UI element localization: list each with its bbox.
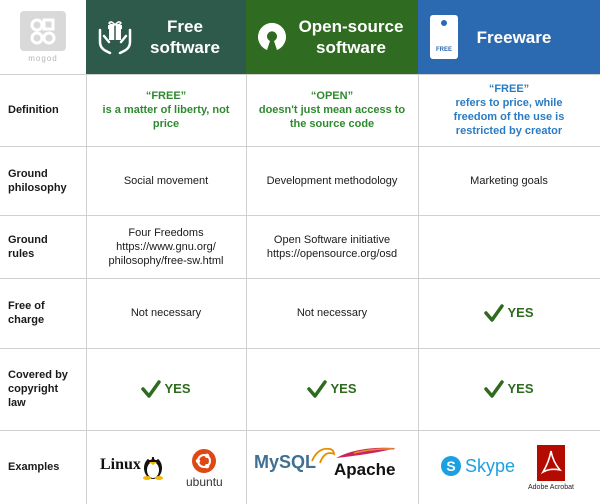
copyright-free: YES [86, 348, 246, 430]
definition-open-quote: “OPEN” [310, 90, 354, 102]
header-free-software: Free software [86, 0, 246, 74]
svg-text:S: S [446, 458, 455, 474]
copyright-label-2: copyright [8, 383, 59, 395]
header-free-title-1: Free [167, 17, 203, 36]
charge-freeware: YES [418, 278, 600, 348]
copyright-open-yes: YES [330, 381, 357, 396]
copyright-free-yes: YES [164, 381, 191, 396]
checkmark-icon [307, 380, 328, 398]
acrobat-icon [536, 445, 565, 481]
charge-label-1: Free of [8, 300, 45, 312]
row-divider [0, 74, 600, 75]
definition-ware-line3: restricted by creator [455, 125, 563, 137]
definition-open-line1: doesn't just mean access to [258, 104, 406, 116]
rules-label-2: rules [8, 247, 35, 260]
definition-open: “OPEN” doesn't just mean access to the s… [246, 74, 418, 146]
open-source-logo-icon [258, 22, 286, 50]
definition-ware-line1: refers to price, while [455, 97, 563, 109]
ubuntu-circle-icon [192, 449, 217, 473]
row-divider [0, 348, 600, 349]
rules-open-link[interactable]: https://opensource.org/osd [266, 247, 398, 260]
philosophy-open: Development methodology [266, 174, 398, 187]
linux-text: Linux [100, 456, 141, 473]
definition-free-line1: is a matter of liberty, not [102, 104, 230, 116]
checkmark-icon [141, 380, 162, 398]
checkmark-icon [484, 304, 505, 322]
tux-penguin-icon [142, 456, 163, 480]
price-tag-text: FREE [435, 47, 452, 53]
copyright-open: YES [246, 348, 418, 430]
dolphin-icon [311, 447, 335, 463]
definition-ware-line2: freedom of the use is [453, 111, 565, 123]
rules-open: Open Software initiative https://opensou… [246, 215, 418, 278]
copyright-freeware-yes: YES [507, 381, 534, 396]
charge-freeware-yes: YES [507, 305, 534, 320]
skype-icon: S [441, 456, 461, 476]
mysql-text: MySQL [254, 452, 317, 472]
linux-logo: Linux [100, 450, 164, 480]
row-label-examples: Examples [8, 461, 60, 473]
charge-free: Not necessary [130, 307, 202, 319]
philosophy-freeware: Marketing goals [470, 174, 548, 187]
charge-label-2: charge [8, 314, 45, 326]
header-freeware: FREE Freeware [418, 0, 600, 74]
row-divider [0, 430, 600, 431]
row-divider [0, 146, 600, 147]
rules-freeware [418, 215, 600, 278]
apache-feather-icon [336, 447, 396, 458]
mysql-logo: MySQL [254, 447, 342, 473]
row-divider [0, 215, 600, 216]
definition-free-line2: price [152, 118, 180, 130]
column-divider [418, 74, 419, 504]
column-divider [246, 74, 247, 504]
copyright-label-1: Covered by [8, 369, 68, 381]
rules-label-1: Ground [8, 233, 48, 246]
rules-free-link-cont[interactable]: philosophy/free-sw.html [108, 254, 224, 267]
definition-open-line2: the source code [289, 118, 375, 130]
row-label-rules: Ground rules [0, 215, 86, 278]
apache-logo: Apache [334, 446, 398, 480]
checkmark-icon [484, 380, 505, 398]
ubuntu-logo: ubuntu [186, 448, 223, 489]
definition-free: “FREE” is a matter of liberty, not price [86, 74, 246, 146]
philosophy-label-1: Ground [8, 167, 48, 180]
header-free-title-2: software [150, 38, 220, 57]
rules-free-link[interactable]: https://www.gnu.org/ [116, 240, 216, 253]
price-tag-icon: FREE [430, 15, 458, 59]
ubuntu-text: ubuntu [186, 475, 223, 489]
header-open-title-2: software [316, 38, 386, 57]
row-label-charge: Free of charge [0, 278, 86, 348]
hands-gift-icon [98, 21, 132, 55]
apache-text: Apache [334, 460, 396, 479]
row-label-copyright: Covered by copyright law [0, 348, 86, 430]
definition-freeware: “FREE” refers to price, while freedom of… [418, 74, 600, 146]
philosophy-label-2: philosophy [8, 181, 67, 194]
rules-free-line1: Four Freedoms [128, 226, 204, 239]
header-open-title-1: Open-source [298, 17, 404, 36]
rules-open-line1: Open Software initiative [273, 233, 391, 246]
brand-logo-icon [20, 11, 66, 51]
header-freeware-title: Freeware [476, 27, 552, 47]
row-divider [0, 278, 600, 279]
skype-logo: S Skype [440, 455, 515, 477]
acrobat-text: Adobe Acrobat [528, 484, 574, 491]
copyright-label-3: law [8, 397, 26, 409]
brand-logo: mogod [0, 0, 86, 74]
copyright-freeware: YES [418, 348, 600, 430]
header-open-source: Open-source software [246, 0, 418, 74]
brand-name: mogod [28, 54, 58, 63]
row-label-definition: Definition [8, 104, 59, 116]
definition-free-quote: “FREE” [145, 90, 187, 102]
rules-free: Four Freedoms https://www.gnu.org/ philo… [86, 215, 246, 278]
charge-open: Not necessary [296, 307, 368, 319]
philosophy-free: Social movement [123, 174, 209, 187]
column-divider [86, 74, 87, 504]
skype-text: Skype [465, 455, 516, 476]
adobe-acrobat-logo: Adobe Acrobat [528, 444, 574, 491]
definition-ware-quote: “FREE” [488, 83, 530, 95]
row-label-philosophy: Ground philosophy [0, 146, 86, 215]
